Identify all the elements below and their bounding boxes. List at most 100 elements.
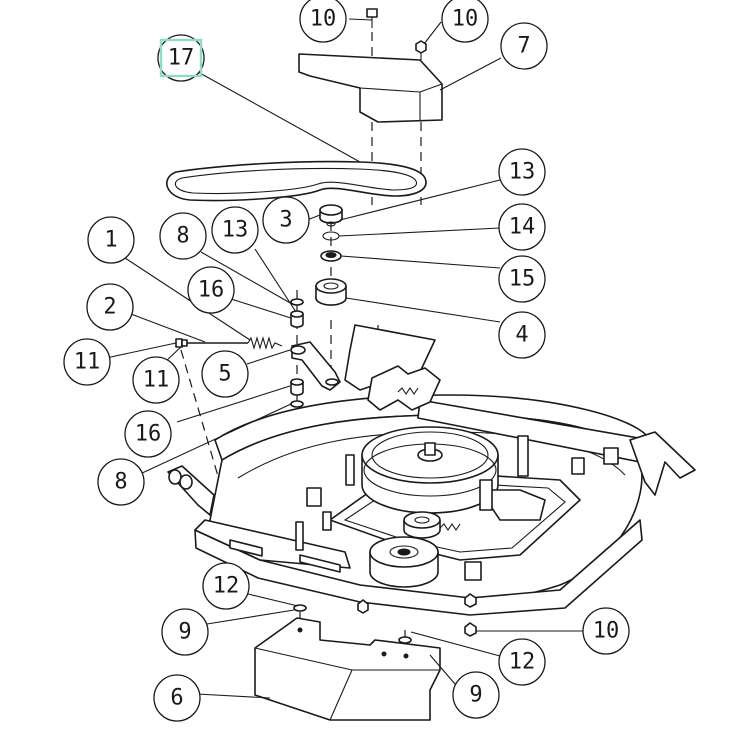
- callout-circle: [201, 350, 249, 398]
- callout-8: 8: [97, 458, 145, 506]
- callout-12: 12: [498, 638, 546, 686]
- callout-circle: [87, 216, 135, 264]
- callout-circle: [161, 608, 209, 656]
- callout-circle: [498, 255, 546, 303]
- callout-circle: [498, 311, 546, 359]
- callout-10: 10: [582, 607, 630, 655]
- callout-label: 2: [103, 295, 116, 320]
- callout-circle: [63, 338, 111, 386]
- callout-label: 8: [114, 470, 127, 495]
- idler-pulley: [315, 278, 347, 306]
- bolt-bottom-right: [464, 622, 477, 637]
- callout-16: 16: [124, 410, 172, 458]
- callout-circle: [202, 562, 250, 610]
- deck-left-lift-bracket: [167, 465, 215, 516]
- callout-6: 6: [153, 674, 201, 722]
- belt-cover-top: [298, 53, 443, 123]
- callout-label: 16: [198, 278, 225, 303]
- callout-label: 13: [509, 160, 536, 185]
- callout-9: 9: [161, 608, 209, 656]
- callout-2: 2: [86, 283, 134, 331]
- washer-bottom-left: [293, 604, 307, 612]
- callout-3: 3: [262, 196, 310, 244]
- callout-label: 8: [176, 224, 189, 249]
- callout-label: 1: [104, 228, 117, 253]
- callout-label: 12: [509, 650, 536, 675]
- callout-label: 13: [222, 218, 249, 243]
- callout-12: 12: [202, 562, 250, 610]
- callout-circle: [86, 283, 134, 331]
- bolt-bottom-center: [357, 599, 369, 614]
- callout-label: 14: [509, 215, 536, 240]
- washer-bottom-right: [398, 636, 412, 644]
- part-callouts: 10 10 7 17 13 3 14 15 1 8 13 16 2 4 11 11 5 16 8 12 9 10 12 6 9: [63, 0, 630, 722]
- main-pulley: [361, 426, 499, 514]
- deck-right-hardware: [464, 435, 619, 608]
- callout-circle: [97, 458, 145, 506]
- callout-15: 15: [498, 255, 546, 303]
- callout-circle: [187, 266, 235, 314]
- idler-arm: [290, 341, 341, 391]
- callout-circle: [132, 356, 180, 404]
- callout-1: 1: [87, 216, 135, 264]
- callout-label: 11: [143, 368, 170, 393]
- callout-9: 9: [452, 671, 500, 719]
- callout-17: 17: [157, 34, 205, 82]
- deck-pivot-studs: [229, 454, 355, 573]
- front-pulley: [369, 536, 439, 588]
- callout-13: 13: [211, 206, 259, 254]
- callout-circle: [582, 607, 630, 655]
- callout-circle: [498, 148, 546, 196]
- callout-circle: [299, 0, 347, 43]
- leader-lines: [105, 18, 583, 699]
- front-belt-cover: [254, 617, 441, 721]
- callout-label: 10: [593, 619, 620, 644]
- callout-label: 7: [517, 34, 530, 59]
- spindle-cap: [319, 204, 343, 224]
- callout-label: 17: [168, 46, 195, 71]
- tensioner-pulley: [403, 511, 461, 539]
- callout-label: 10: [310, 7, 337, 32]
- idler-bracket-rear: [367, 365, 441, 411]
- callout-circle: [452, 671, 500, 719]
- callout-label: 3: [279, 208, 292, 233]
- bearing: [320, 250, 342, 262]
- v-belt: [166, 160, 427, 202]
- callout-11: 11: [132, 356, 180, 404]
- callout-circle: [500, 22, 548, 70]
- callout-16: 16: [187, 266, 235, 314]
- callout-14: 14: [498, 203, 546, 251]
- callout-label: 6: [170, 686, 183, 711]
- callout-label: 9: [178, 620, 191, 645]
- callout-circle: [153, 674, 201, 722]
- callout-label: 9: [469, 683, 482, 708]
- callout-circle: [211, 206, 259, 254]
- callout-circle: [498, 203, 546, 251]
- callout-circle: [498, 638, 546, 686]
- washer-stack-upper: [290, 298, 304, 328]
- tension-spring: [247, 336, 283, 350]
- callout-11: 11: [63, 338, 111, 386]
- bolt-top-right: [415, 40, 427, 60]
- callout-5: 5: [201, 350, 249, 398]
- callout-label: 12: [213, 574, 240, 599]
- callout-circle: [157, 34, 205, 82]
- callout-circle: [124, 410, 172, 458]
- callout-4: 4: [498, 311, 546, 359]
- callout-10: 10: [299, 0, 347, 43]
- callout-7: 7: [500, 22, 548, 70]
- callout-circle: [262, 196, 310, 244]
- callout-highlight-box: [159, 38, 203, 78]
- callout-label: 15: [509, 267, 536, 292]
- callout-label: 5: [218, 362, 231, 387]
- callout-circle: [441, 0, 489, 43]
- tension-rod: [175, 338, 248, 348]
- callout-label: 16: [135, 422, 162, 447]
- bolt-top-left: [366, 8, 378, 28]
- callout-label: 10: [452, 7, 479, 32]
- callout-label: 11: [74, 350, 101, 375]
- callout-label: 4: [515, 323, 528, 348]
- callout-circle: [159, 212, 207, 260]
- callout-8: 8: [159, 212, 207, 260]
